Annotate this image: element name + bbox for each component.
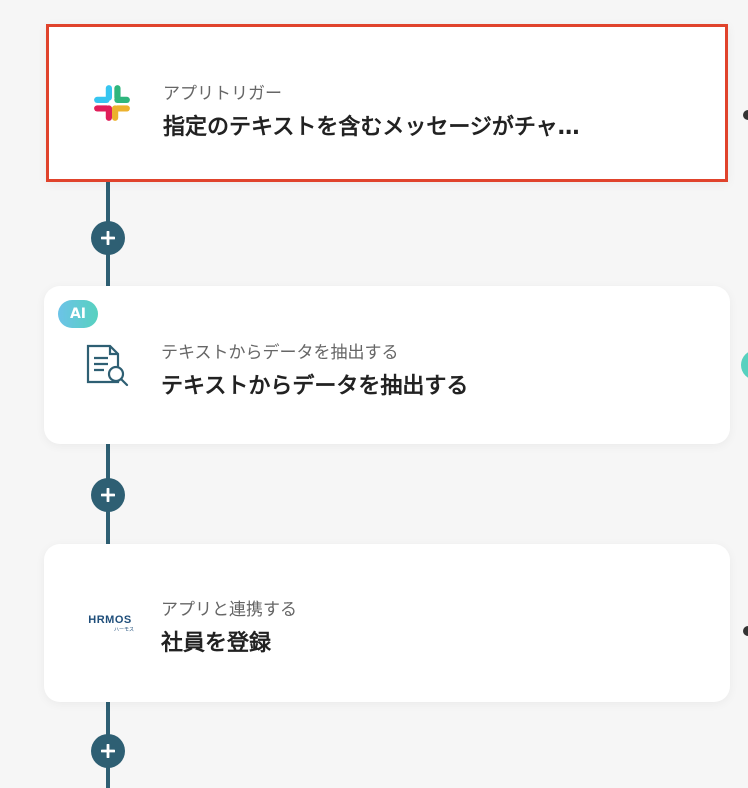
edge-marker bbox=[743, 626, 748, 636]
step-card-hrmos[interactable]: HRMOS ハーモス アプリと連携する 社員を登録 bbox=[44, 544, 730, 702]
add-step-button[interactable] bbox=[91, 478, 125, 512]
step-subtitle: アプリトリガー bbox=[163, 84, 282, 104]
step-subtitle: アプリと連携する bbox=[161, 600, 297, 620]
document-search-icon bbox=[82, 340, 132, 390]
ai-badge: AI bbox=[58, 300, 98, 328]
hrmos-logo: HRMOS ハーモス bbox=[88, 613, 134, 633]
step-card-trigger[interactable]: アプリトリガー 指定のテキストを含むメッセージがチャ… bbox=[46, 24, 728, 182]
plus-icon bbox=[101, 488, 115, 502]
edge-marker bbox=[741, 350, 748, 380]
step-subtitle: テキストからデータを抽出する bbox=[161, 343, 399, 363]
step-title: 社員を登録 bbox=[161, 631, 272, 656]
step-card-ai-extract[interactable]: テキストからデータを抽出する テキストからデータを抽出する bbox=[44, 286, 730, 444]
plus-icon bbox=[101, 744, 115, 758]
step-title: 指定のテキストを含むメッセージがチャ… bbox=[163, 115, 580, 140]
add-step-button[interactable] bbox=[91, 734, 125, 768]
plus-icon bbox=[101, 231, 115, 245]
add-step-button[interactable] bbox=[91, 221, 125, 255]
slack-icon bbox=[87, 78, 137, 128]
edge-marker bbox=[743, 110, 748, 120]
step-title: テキストからデータを抽出する bbox=[161, 374, 469, 399]
